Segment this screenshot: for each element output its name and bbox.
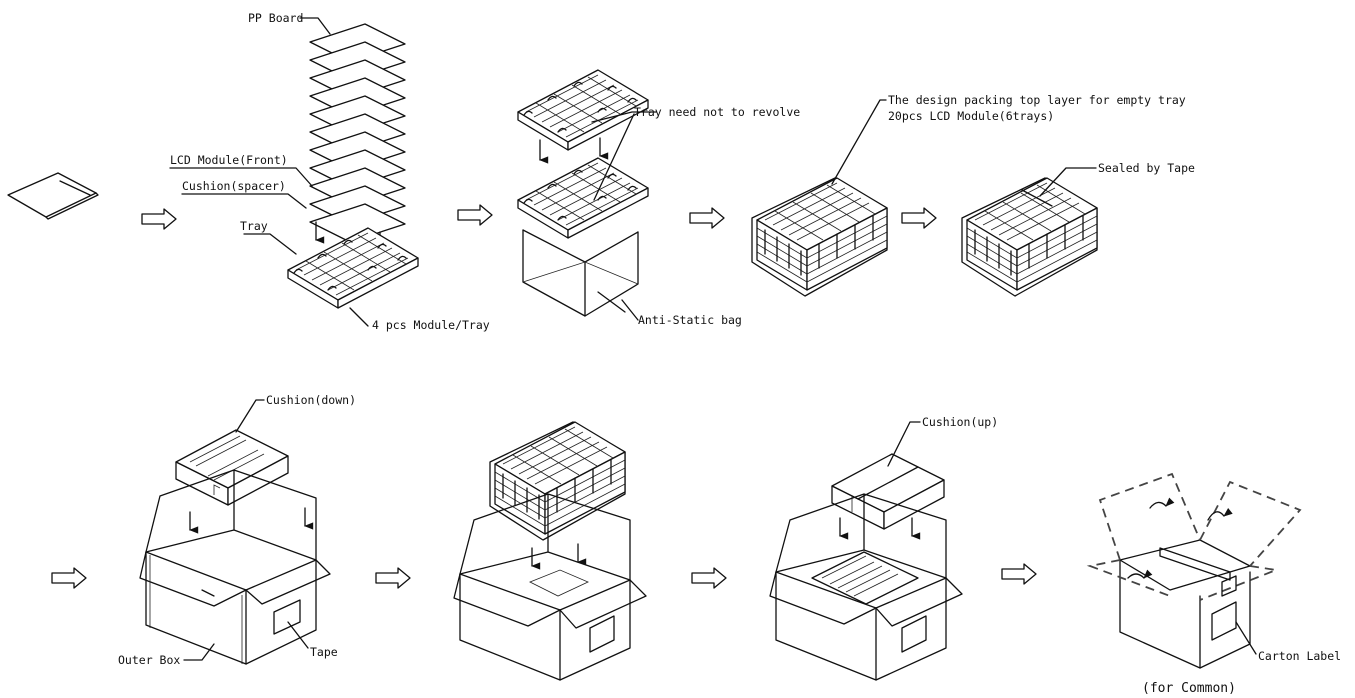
label-tape: Tape <box>310 645 338 659</box>
label-outer-box: Outer Box <box>118 653 180 667</box>
label-cushion-up: Cushion(up) <box>922 415 998 429</box>
label-for-common: (for Common) <box>1142 681 1236 696</box>
label-design-line2: 20pcs LCD Module(6trays) <box>888 109 1054 123</box>
carton-box-icon <box>1086 472 1302 669</box>
label-cushion-down: Cushion(down) <box>266 393 356 407</box>
tray-icon <box>287 227 419 309</box>
step-arrow-icon <box>901 207 937 229</box>
step-arrow-icon <box>1001 563 1037 585</box>
tray-icon <box>517 69 649 151</box>
carton-box-icon <box>769 493 963 681</box>
carton-box-icon <box>453 493 647 681</box>
step-arrow-icon <box>375 567 411 589</box>
label-carton-label: Carton Label <box>1258 649 1341 663</box>
cushion-icon <box>175 429 289 506</box>
sealed-tray-stack <box>961 177 1098 297</box>
step-arrow-icon <box>691 567 727 589</box>
cushion-icon <box>831 453 945 530</box>
label-lcd-module: LCD Module(Front) <box>170 153 288 167</box>
step-arrow-icon <box>689 207 725 229</box>
label-tray: Tray <box>240 219 268 233</box>
step-arrow-icon <box>457 204 493 226</box>
tray-icon <box>517 157 649 239</box>
label-anti-static: Anti-Static bag <box>638 313 742 327</box>
label-sealed: Sealed by Tape <box>1098 161 1195 175</box>
label-cushion-spacer: Cushion(spacer) <box>182 179 286 193</box>
anti-static-bag-icon <box>522 229 639 317</box>
pp-board-stack <box>309 23 406 243</box>
packed-tray-stack <box>489 421 626 541</box>
packed-tray-stack <box>751 177 888 297</box>
label-modules-per-tray: 4 pcs Module/Tray <box>372 318 490 332</box>
carton-box-icon <box>139 469 331 665</box>
lcd-module-icon <box>7 172 99 220</box>
step-arrow-icon <box>141 208 177 230</box>
label-pp-board: PP Board <box>248 11 303 25</box>
step-arrow-icon <box>51 567 87 589</box>
label-design-line1: The design packing top layer for empty t… <box>888 93 1186 107</box>
label-tray-revolve: Tray need not to revolve <box>634 105 800 119</box>
